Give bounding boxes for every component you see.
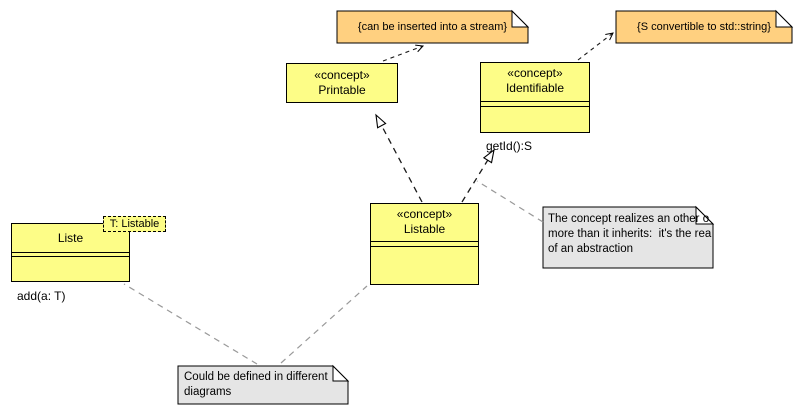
note-line: The concept realizes an other o xyxy=(548,213,710,225)
operation-label: getId():S xyxy=(486,139,533,153)
note-diagrams-label: Could be defined in different diagrams xyxy=(178,366,348,404)
class-liste[interactable]: Liste add(a: T) xyxy=(11,223,130,303)
class-name-label: Listable xyxy=(403,222,446,236)
note-line: diagrams xyxy=(184,386,232,398)
note-string-shape[interactable] xyxy=(615,9,794,44)
note-stream-label: {can be inserted into a stream} xyxy=(357,21,508,33)
note-stream-shape[interactable] xyxy=(336,9,530,44)
anchor-printable-to-note-stream[interactable] xyxy=(382,44,425,62)
note-diagrams-shape[interactable] xyxy=(177,364,350,405)
anchor-note-diagrams-to-listable[interactable] xyxy=(280,285,368,364)
operations-compartment: add(a: T) xyxy=(12,257,129,331)
class-name-label: Liste xyxy=(57,231,84,245)
stereotype-label: «concept» xyxy=(396,207,453,221)
class-name-compartment: Liste xyxy=(12,224,129,253)
template-parameter-box[interactable]: T: Listable xyxy=(103,216,166,232)
class-name-label: Identifiable xyxy=(505,81,565,95)
note-realization-shape[interactable] xyxy=(542,205,715,269)
attributes-compartment xyxy=(481,102,589,107)
stereotype-label: «concept» xyxy=(507,66,563,80)
class-identifiable[interactable]: «concept» Identifiable getId():S xyxy=(480,62,590,153)
class-listable[interactable]: «concept» Listable xyxy=(370,203,479,285)
class-name-compartment: «concept» Listable xyxy=(371,204,478,242)
anchor-note-realization-to-line[interactable] xyxy=(476,180,544,223)
realization-listable-printable[interactable] xyxy=(375,113,423,203)
class-name-compartment: «concept» Printable xyxy=(287,64,397,98)
stereotype-label: «concept» xyxy=(314,68,370,82)
class-name-compartment: «concept» Identifiable xyxy=(481,63,589,102)
note-fold-icon xyxy=(332,364,350,382)
note-line: more than it inherits: it's the rea xyxy=(548,228,712,240)
anchor-note-diagrams-to-liste[interactable] xyxy=(123,283,258,365)
note-line: of an abstraction xyxy=(548,243,634,255)
anchor-identifiable-to-note-string[interactable] xyxy=(577,32,614,61)
note-fold-icon xyxy=(775,9,794,28)
operations-compartment: getId():S xyxy=(481,107,589,181)
operations-compartment xyxy=(371,247,478,251)
attributes-compartment xyxy=(371,242,478,247)
class-name-label: Printable xyxy=(318,83,366,97)
note-fold-icon xyxy=(511,9,530,28)
note-line: Could be defined in different xyxy=(184,371,328,383)
class-printable[interactable]: «concept» Printable xyxy=(286,63,398,103)
note-realization-label: The concept realizes an other o more tha… xyxy=(543,207,713,268)
operation-label: add(a: T) xyxy=(17,289,66,303)
attributes-compartment xyxy=(12,253,129,257)
note-string-label: {S convertible to std::string} xyxy=(637,21,771,33)
note-fold-icon xyxy=(695,205,715,225)
